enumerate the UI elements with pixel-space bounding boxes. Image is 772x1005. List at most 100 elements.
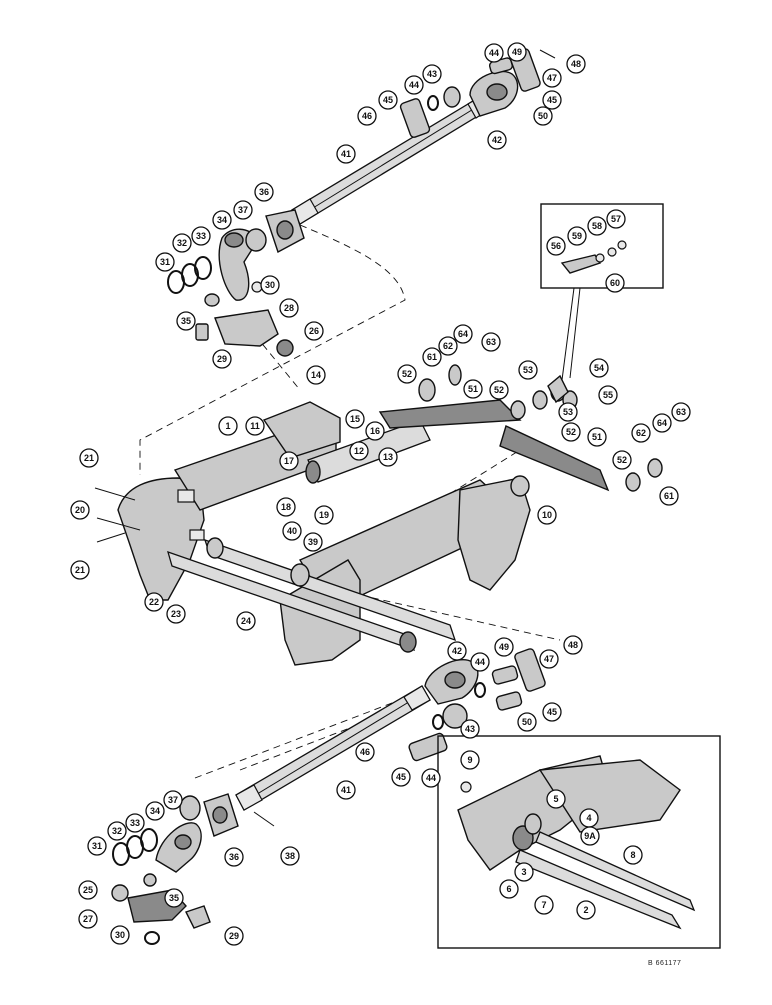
callout-11: 11 [245,416,265,436]
callout-4: 4 [579,808,599,828]
svg-text:35: 35 [181,316,191,326]
svg-text:63: 63 [676,407,686,417]
svg-text:1: 1 [225,421,230,431]
svg-text:46: 46 [362,111,372,121]
svg-text:4: 4 [586,813,591,823]
callout-10: 10 [537,505,557,525]
svg-text:46: 46 [360,747,370,757]
svg-text:5: 5 [553,794,558,804]
callout-62: 62 [631,423,651,443]
callout-6: 6 [499,879,519,899]
callout-35: 35 [176,311,196,331]
svg-text:48: 48 [571,59,581,69]
svg-text:22: 22 [149,597,159,607]
top-lift-shaft-assembly [167,48,556,357]
callout-33: 33 [191,226,211,246]
callout-16: 16 [365,421,385,441]
svg-text:32: 32 [177,238,187,248]
callout-36: 36 [254,182,274,202]
svg-text:59: 59 [572,231,582,241]
svg-text:26: 26 [309,326,319,336]
svg-text:43: 43 [427,69,437,79]
callout-44: 44 [484,43,504,63]
callout-63: 63 [481,332,501,352]
svg-text:29: 29 [229,931,239,941]
callout-9a: 9A [580,826,600,846]
callout-22: 22 [144,592,164,612]
svg-text:37: 37 [238,205,248,215]
callout-36: 36 [224,847,244,867]
callout-44: 44 [404,75,424,95]
callout-41: 41 [336,144,356,164]
callout-26: 26 [304,321,324,341]
svg-text:44: 44 [426,773,436,783]
callout-46: 46 [357,106,377,126]
callout-39: 39 [303,532,323,552]
svg-text:60: 60 [610,278,620,288]
svg-text:34: 34 [150,806,160,816]
svg-text:39: 39 [308,537,318,547]
svg-text:18: 18 [281,502,291,512]
svg-text:50: 50 [538,111,548,121]
callout-44: 44 [421,768,441,788]
callout-47: 47 [542,68,562,88]
callout-33: 33 [125,813,145,833]
callout-5: 5 [546,789,566,809]
callout-50: 50 [533,106,553,126]
svg-text:10: 10 [542,510,552,520]
svg-text:31: 31 [160,257,170,267]
svg-text:21: 21 [84,453,94,463]
bottom-lift-shaft-assembly [111,648,546,945]
svg-text:63: 63 [486,337,496,347]
svg-text:2: 2 [583,905,588,915]
callout-49: 49 [494,637,514,657]
svg-text:31: 31 [92,841,102,851]
callout-52: 52 [561,422,581,442]
svg-text:45: 45 [547,707,557,717]
callout-53: 53 [558,402,578,422]
svg-text:32: 32 [112,826,122,836]
callout-21: 21 [70,560,90,580]
svg-text:48: 48 [568,640,578,650]
svg-text:62: 62 [636,428,646,438]
svg-text:3: 3 [521,867,526,877]
callout-43: 43 [422,64,442,84]
callout-53: 53 [518,360,538,380]
svg-text:52: 52 [617,455,627,465]
callout-45: 45 [378,90,398,110]
callout-48: 48 [566,54,586,74]
svg-text:38: 38 [285,851,295,861]
callout-2: 2 [576,900,596,920]
callout-32: 32 [107,821,127,841]
svg-text:8: 8 [630,850,635,860]
callout-42: 42 [487,130,507,150]
callout-49: 49 [507,42,527,62]
callout-8: 8 [623,845,643,865]
callout-31: 31 [87,836,107,856]
callout-58: 58 [587,216,607,236]
callout-45: 45 [391,767,411,787]
svg-text:57: 57 [611,214,621,224]
svg-text:15: 15 [350,414,360,424]
callout-17: 17 [279,451,299,471]
svg-text:50: 50 [522,717,532,727]
svg-text:64: 64 [458,329,468,339]
callout-55: 55 [598,385,618,405]
callout-34: 34 [145,801,165,821]
svg-text:20: 20 [75,505,85,515]
assembly-guide-lines [139,224,561,779]
callout-52: 52 [397,364,417,384]
svg-text:27: 27 [83,914,93,924]
svg-text:56: 56 [551,241,561,251]
svg-text:30: 30 [115,930,125,940]
callout-44: 44 [470,652,490,672]
callout-51: 51 [587,427,607,447]
callout-52: 52 [489,380,509,400]
callout-37: 37 [233,200,253,220]
svg-text:14: 14 [311,370,321,380]
svg-text:24: 24 [241,616,251,626]
callout-42: 42 [447,641,467,661]
callout-60: 60 [605,273,625,293]
svg-text:33: 33 [196,231,206,241]
